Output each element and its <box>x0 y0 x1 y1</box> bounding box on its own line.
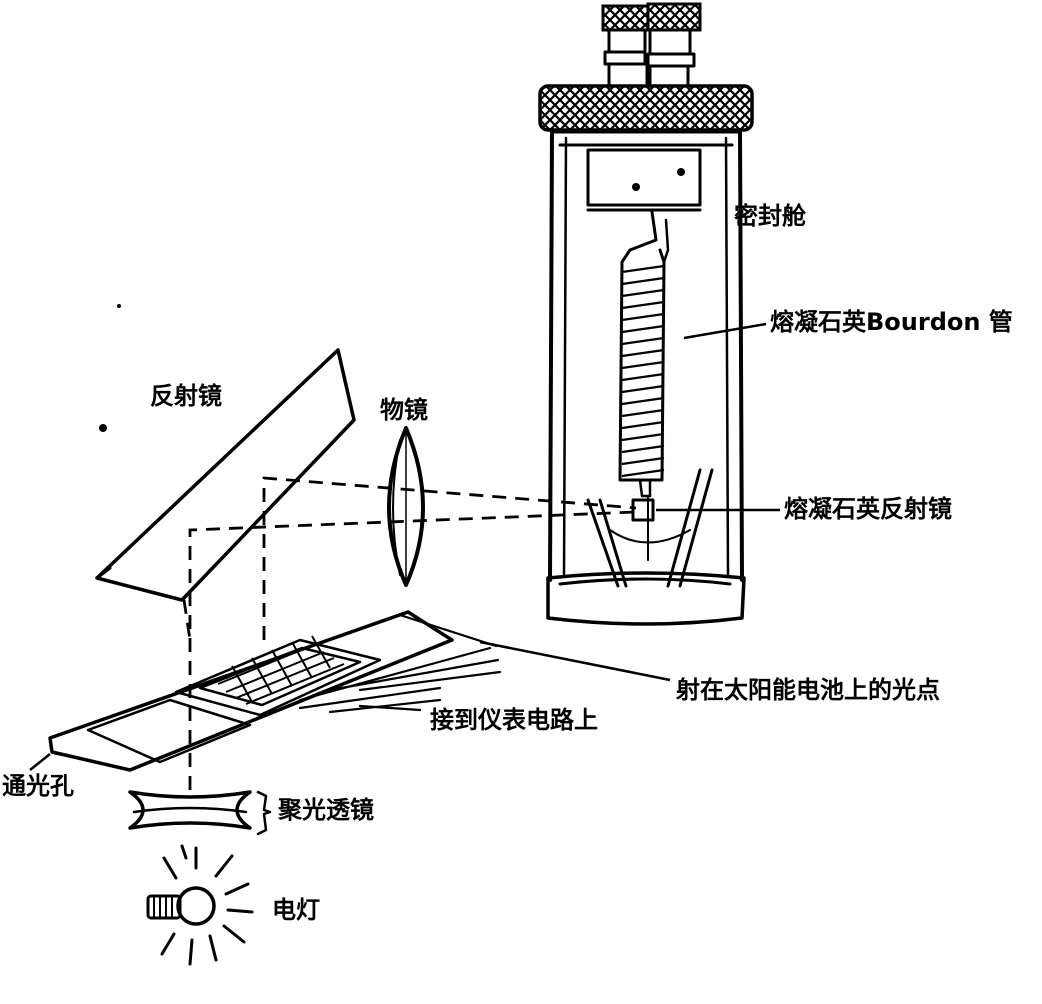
condenser-lens <box>128 790 272 836</box>
leader-lines <box>29 322 780 771</box>
sealed-chamber <box>538 2 754 626</box>
label-condenser: 聚光透镜 <box>278 796 374 824</box>
quartz-mirror <box>631 498 655 522</box>
solar-cell-plate <box>48 610 502 772</box>
label-light-spot: 射在太阳能电池上的光点 <box>676 676 940 704</box>
label-meter-circuit: 接到仪表电路上 <box>430 706 598 734</box>
lamp <box>146 844 254 966</box>
label-sealed-chamber: 密封舱 <box>734 202 806 230</box>
light-path <box>182 476 637 790</box>
label-aperture: 通光孔 <box>2 772 74 800</box>
label-bourdon-tube: 熔凝石英Bourdon 管 <box>770 308 1013 336</box>
bourdon-tube <box>618 210 670 561</box>
label-reflector: 反射镜 <box>150 382 222 410</box>
chamber-cap <box>538 84 754 132</box>
reflector-mirror <box>95 348 356 602</box>
objective-lens <box>387 426 425 587</box>
label-objective: 物镜 <box>380 396 428 424</box>
label-lamp: 电灯 <box>272 896 320 924</box>
label-quartz-mirror: 熔凝石英反射镜 <box>784 495 952 523</box>
chamber-top-knobs <box>601 2 702 90</box>
